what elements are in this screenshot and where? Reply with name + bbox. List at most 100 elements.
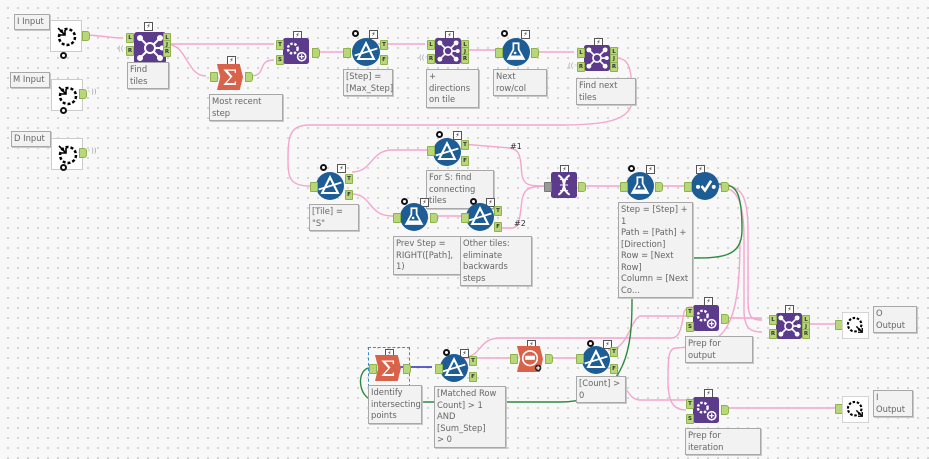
- anchor-true[interactable]: T: [380, 40, 388, 50]
- output-anchor[interactable]: [245, 72, 253, 82]
- output-anchor[interactable]: [430, 213, 438, 223]
- tool-count-filter[interactable]: [582, 346, 610, 374]
- tool-prev-step[interactable]: [400, 203, 428, 231]
- anchor-r-out[interactable]: R: [802, 329, 810, 339]
- anchor-left[interactable]: L: [577, 48, 585, 58]
- tool-prep-output[interactable]: [693, 305, 719, 331]
- input-anchor[interactable]: [393, 213, 401, 223]
- cache-icon[interactable]: [401, 198, 408, 205]
- output-anchor[interactable]: [531, 48, 539, 58]
- anchor-source[interactable]: S: [276, 55, 284, 65]
- output-anchor[interactable]: [403, 364, 411, 374]
- tool-matched-filter[interactable]: [440, 354, 468, 382]
- output-anchor[interactable]: [82, 31, 90, 41]
- anchor-true[interactable]: T: [461, 140, 469, 150]
- tool-step-filter[interactable]: [352, 38, 380, 66]
- tool-next-row-col[interactable]: [502, 38, 530, 66]
- anchor-target[interactable]: T: [686, 399, 694, 409]
- anchor-left[interactable]: L: [769, 315, 777, 325]
- anchor-source[interactable]: S: [686, 414, 694, 424]
- cache-icon[interactable]: [470, 198, 477, 205]
- anchor-false[interactable]: F: [461, 156, 469, 166]
- union-input-anchor[interactable]: [544, 182, 552, 192]
- input-anchor[interactable]: [576, 354, 584, 364]
- output-anchor[interactable]: [721, 314, 729, 324]
- anchor-r-out[interactable]: R: [610, 62, 618, 72]
- output-anchor[interactable]: [79, 89, 87, 99]
- anchor-true[interactable]: T: [610, 347, 618, 357]
- cache-icon[interactable]: [443, 349, 450, 356]
- tool-select[interactable]: [691, 172, 719, 200]
- cache-icon[interactable]: [628, 165, 635, 172]
- tool-union[interactable]: [551, 172, 577, 198]
- formula-icon: [626, 172, 654, 200]
- input-anchor[interactable]: [369, 364, 377, 374]
- tool-o-output[interactable]: [842, 312, 869, 339]
- tool-i-output[interactable]: [842, 396, 869, 423]
- anchor-right[interactable]: R: [769, 329, 777, 339]
- input-anchor[interactable]: [435, 364, 443, 374]
- join-icon: [134, 32, 166, 64]
- output-anchor[interactable]: [312, 48, 320, 58]
- output-anchor[interactable]: [721, 405, 729, 415]
- tool-find-next-tiles[interactable]: [584, 45, 610, 71]
- tool-directions-join[interactable]: [435, 38, 461, 64]
- annotation-tile-filter: [Tile] = "S": [309, 204, 359, 231]
- tool-s-filter[interactable]: [433, 138, 461, 166]
- output-anchor[interactable]: [545, 354, 553, 364]
- cache-icon[interactable]: [60, 52, 67, 59]
- summarize-icon: Σ: [375, 355, 401, 381]
- anchor-false[interactable]: F: [494, 222, 502, 232]
- tool-find-tiles[interactable]: [134, 32, 166, 64]
- anchor-left[interactable]: L: [126, 33, 134, 43]
- input-anchor[interactable]: [495, 48, 503, 58]
- anchor-source[interactable]: S: [686, 322, 694, 332]
- anchor-right[interactable]: R: [577, 62, 585, 72]
- tool-i-input[interactable]: [50, 20, 82, 52]
- input-anchor[interactable]: [427, 146, 435, 156]
- annotation-prep-output: Prep for output: [685, 336, 753, 363]
- input-anchor[interactable]: [461, 213, 469, 223]
- input-anchor[interactable]: [510, 354, 518, 364]
- tool-output-join[interactable]: [776, 313, 802, 339]
- cache-icon[interactable]: [436, 131, 443, 138]
- join-icon: [776, 313, 802, 339]
- input-anchor[interactable]: [620, 182, 628, 192]
- output-anchor[interactable]: [578, 182, 586, 192]
- cache-icon[interactable]: [587, 340, 594, 347]
- anchor-false[interactable]: F: [469, 372, 477, 382]
- input-anchor[interactable]: [210, 72, 218, 82]
- anchor-target[interactable]: T: [686, 307, 694, 317]
- tool-identify-intersecting[interactable]: Σ: [375, 355, 401, 381]
- anchor-right[interactable]: R: [427, 54, 435, 64]
- tool-step-formula[interactable]: [626, 172, 654, 200]
- anchor-r-out[interactable]: R: [461, 54, 469, 64]
- tool-most-recent-step[interactable]: Σ: [217, 64, 243, 90]
- tool-other-tiles[interactable]: [466, 203, 494, 231]
- anchor-true[interactable]: T: [345, 174, 353, 184]
- anchor-r-out[interactable]: R: [163, 47, 171, 57]
- tool-tile-filter[interactable]: [316, 172, 344, 200]
- input-anchor[interactable]: [343, 48, 351, 58]
- tool-prep-iteration[interactable]: [693, 397, 719, 423]
- anchor-false[interactable]: F: [610, 364, 618, 374]
- anchor-true[interactable]: T: [469, 356, 477, 366]
- output-anchor[interactable]: [79, 148, 87, 158]
- input-anchor[interactable]: [310, 182, 318, 192]
- anchor-false[interactable]: F: [345, 190, 353, 200]
- tool-count-records[interactable]: [517, 346, 543, 372]
- cache-icon[interactable]: [352, 30, 359, 37]
- anchor-false[interactable]: F: [380, 55, 388, 65]
- cache-icon[interactable]: [60, 107, 67, 114]
- cache-icon[interactable]: [60, 164, 67, 171]
- cache-icon[interactable]: [320, 164, 327, 171]
- output-anchor[interactable]: [655, 182, 663, 192]
- tool-append-fields[interactable]: [283, 38, 309, 64]
- anchor-target[interactable]: T: [276, 40, 284, 50]
- anchor-right[interactable]: R: [126, 46, 134, 56]
- output-anchor[interactable]: [721, 182, 729, 192]
- cache-icon[interactable]: [501, 30, 508, 37]
- anchor-left[interactable]: L: [427, 40, 435, 50]
- input-anchor[interactable]: [684, 182, 692, 192]
- anchor-true[interactable]: T: [494, 206, 502, 216]
